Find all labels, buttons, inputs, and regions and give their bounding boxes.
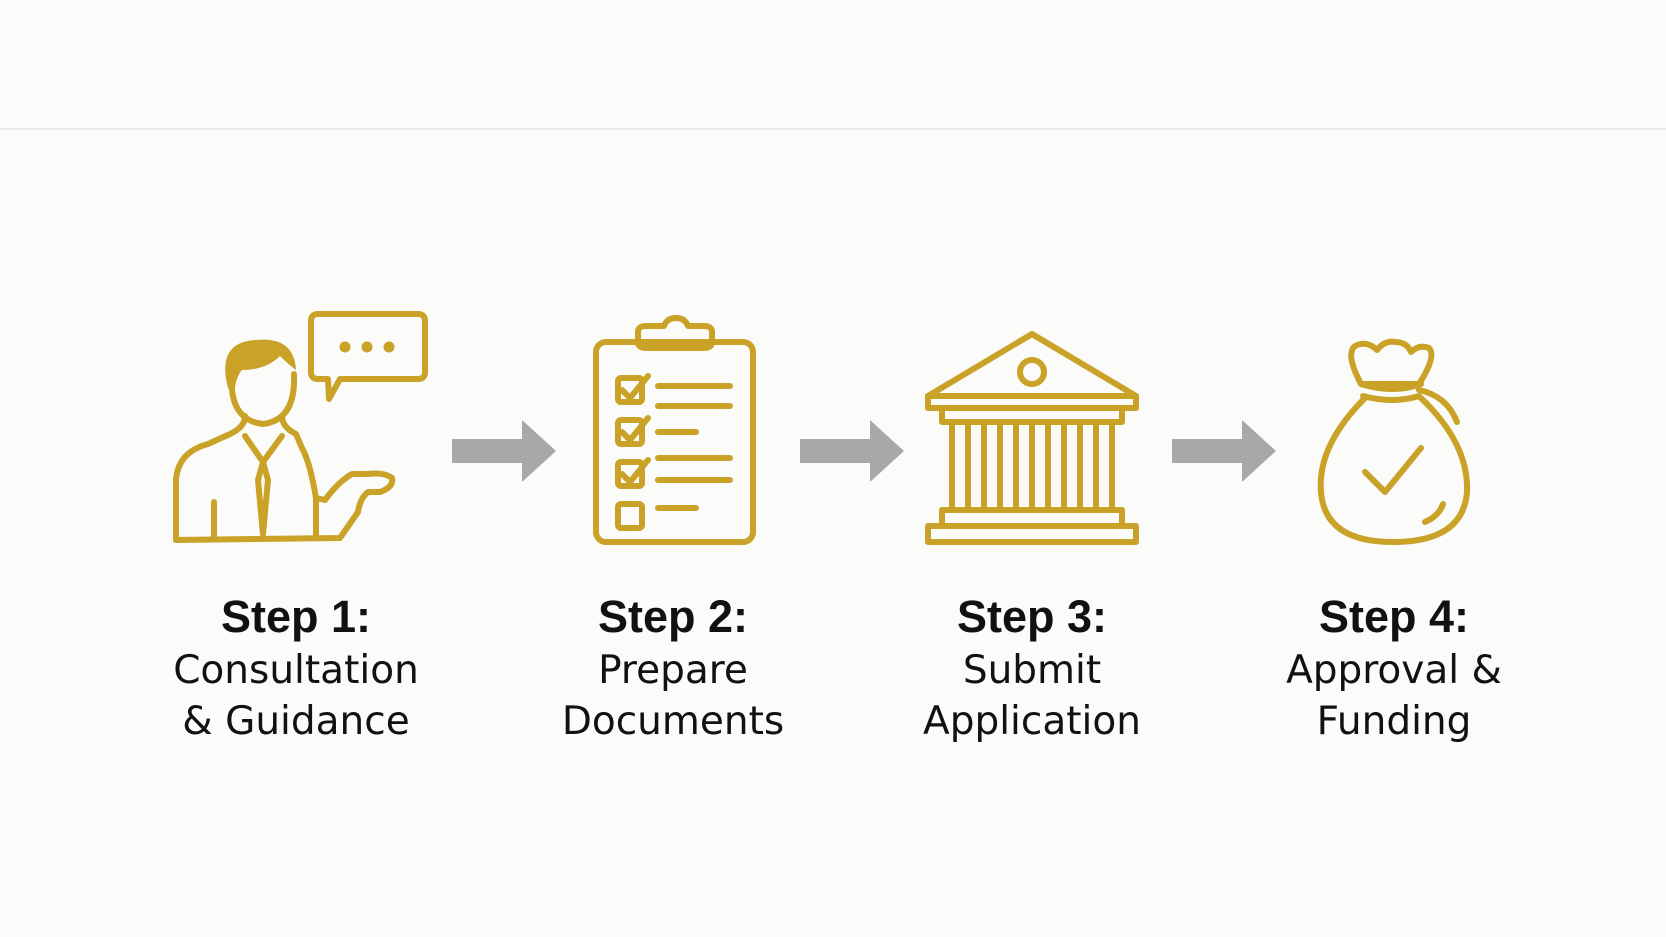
step-4-label: Step 4: Approval & Funding <box>1234 589 1554 747</box>
arrow-right-icon <box>800 420 904 482</box>
arrow-right-icon <box>1172 420 1276 482</box>
arrow-right-icon <box>452 420 556 482</box>
step-3-desc-line1: Submit <box>962 648 1102 693</box>
step-1-desc-line2: & Guidance <box>182 699 410 744</box>
clipboard-checklist-icon <box>593 315 756 545</box>
step-2-label: Step 2: Prepare Documents <box>513 589 833 747</box>
step-4-desc-line1: Approval & <box>1286 648 1502 693</box>
step-2-desc-line1: Prepare <box>598 648 748 693</box>
step-1-label: Step 1: Consultation & Guidance <box>136 589 456 747</box>
step-2-title: Step 2: <box>597 591 749 642</box>
step-4-title: Step 4: <box>1318 591 1470 642</box>
step-3-title: Step 3: <box>956 591 1108 642</box>
step-3-label: Step 3: Submit Application <box>872 589 1192 747</box>
step-4-desc-line2: Funding <box>1316 699 1472 744</box>
step-1-title: Step 1: <box>220 591 372 642</box>
step-3-desc-line2: Application <box>923 699 1141 744</box>
money-bag-check-icon <box>1317 338 1471 545</box>
header-band <box>0 0 1666 130</box>
bank-building-icon <box>925 331 1139 545</box>
consultant-speech-icon <box>173 311 428 543</box>
step-1-desc-line1: Consultation <box>173 648 419 693</box>
step-2-desc-line2: Documents <box>561 699 785 744</box>
